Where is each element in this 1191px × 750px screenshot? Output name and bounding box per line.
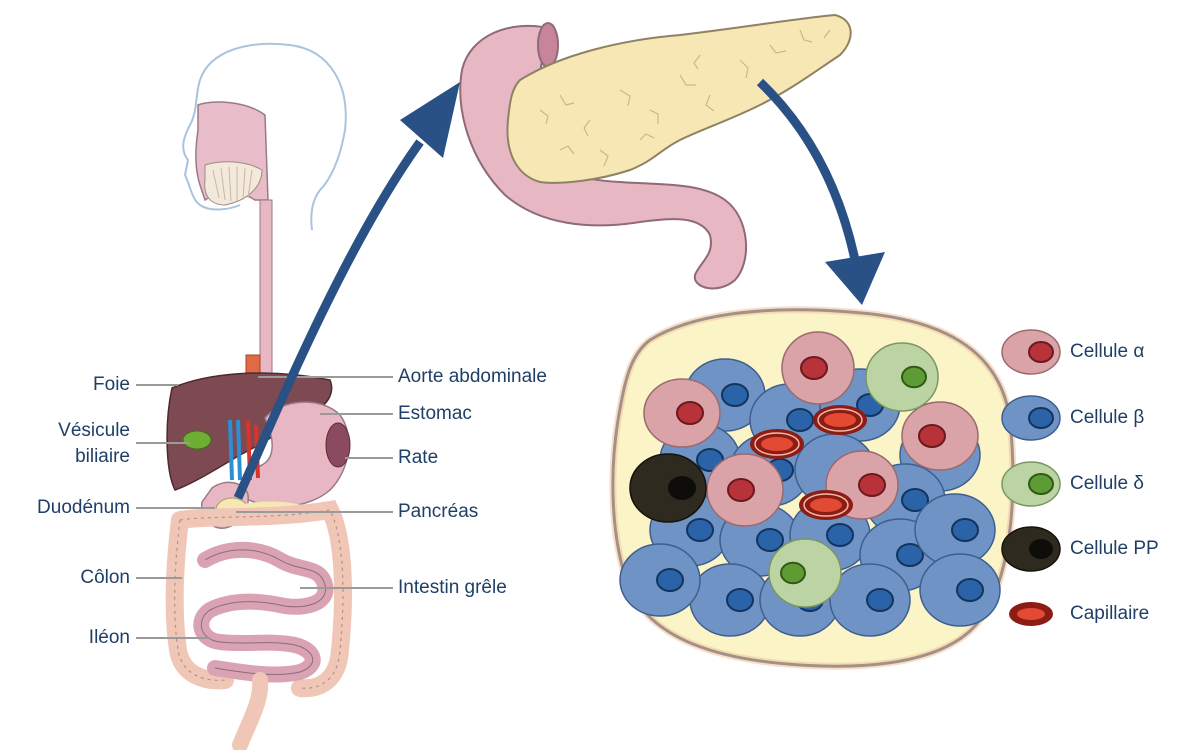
- legend-label-pp: Cellule PP: [1070, 538, 1159, 560]
- beta-cell: [690, 564, 770, 636]
- capillary: [799, 490, 853, 520]
- delta-cell: [769, 539, 841, 607]
- label-aorte: Aorte abdominale: [398, 366, 547, 388]
- arrow-head-islet: [825, 252, 885, 305]
- label-vesicule: Vésicule biliaire: [10, 420, 130, 468]
- label-ileon: Iléon: [30, 627, 130, 649]
- alpha-cell-icon: [1002, 330, 1060, 374]
- small-intestine: [201, 550, 325, 675]
- pp-cell: [630, 454, 706, 522]
- label-foie: Foie: [30, 374, 130, 396]
- capillary: [750, 429, 804, 459]
- label-colon: Côlon: [30, 567, 130, 589]
- esophagus: [260, 200, 272, 380]
- label-duodenum: Duodénum: [0, 497, 130, 519]
- alpha-cell: [782, 332, 854, 404]
- legend-label-alpha: Cellule α: [1070, 341, 1144, 363]
- legend-label-delta: Cellule δ: [1070, 473, 1144, 495]
- label-vesicule-line2: biliaire: [10, 446, 130, 468]
- label-pancreas: Pancréas: [398, 501, 478, 523]
- beta-cell: [620, 544, 700, 616]
- legend-label-capillary: Capillaire: [1070, 603, 1149, 625]
- delta-cell-icon: [1002, 462, 1060, 506]
- alpha-cell: [902, 402, 978, 470]
- islet-of-langerhans: [613, 310, 1013, 666]
- gallbladder: [183, 431, 211, 449]
- capillary-icon: [1009, 602, 1053, 626]
- label-rate: Rate: [398, 447, 438, 469]
- rectum: [240, 680, 260, 745]
- pp-cell-icon: [1002, 527, 1060, 571]
- beta-cell-icon: [1002, 396, 1060, 440]
- beta-cell: [830, 564, 910, 636]
- alpha-cell: [644, 379, 720, 447]
- arrow-head-pancreas: [400, 82, 460, 158]
- label-vesicule-line1: Vésicule: [10, 420, 130, 442]
- capillary: [813, 405, 867, 435]
- legend-label-beta: Cellule β: [1070, 407, 1144, 429]
- label-estomac: Estomac: [398, 403, 472, 425]
- legend: [1002, 330, 1060, 626]
- spleen: [326, 423, 350, 467]
- alpha-cell: [707, 454, 783, 526]
- delta-cell: [866, 343, 938, 411]
- pancreas-large: [507, 15, 850, 183]
- beta-cell: [920, 554, 1000, 626]
- pancreas-illustration: [460, 15, 850, 288]
- arrow-to-islet: [760, 82, 855, 260]
- label-intestin: Intestin grêle: [398, 577, 507, 599]
